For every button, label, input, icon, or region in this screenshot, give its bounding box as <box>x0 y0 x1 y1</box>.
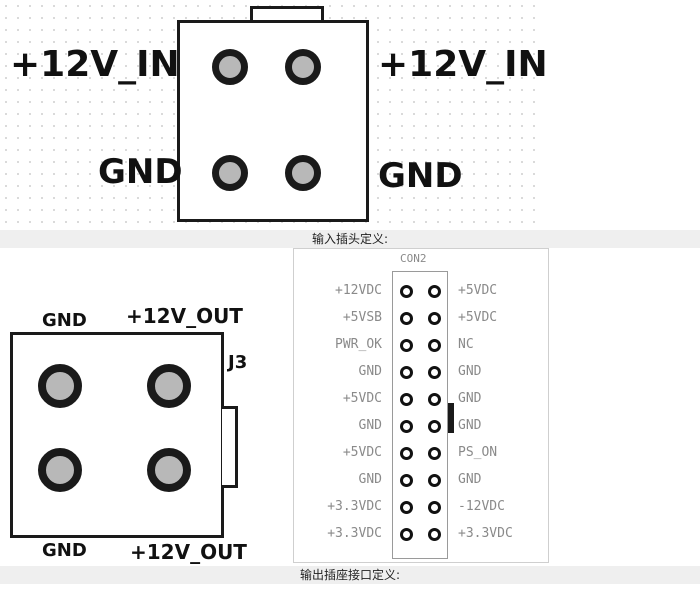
con2-left-label: +12VDC <box>335 283 382 298</box>
j3-label-bottom-left: GND <box>42 540 87 561</box>
con2-title: CON2 <box>400 252 427 265</box>
input-label-left-top: +12V_IN <box>10 44 180 85</box>
input-caption: 输入插头定义: <box>0 230 700 248</box>
con2-pin-left <box>400 393 413 406</box>
con2-left-label: +3.3VDC <box>327 499 382 514</box>
con2-pin-right <box>428 420 441 433</box>
input-pin-3 <box>212 155 248 191</box>
con2-right-label: GND <box>458 364 482 379</box>
con2-left-label: GND <box>358 418 382 433</box>
j3-label-top-left: GND <box>42 310 87 331</box>
con2-pin-left <box>400 528 413 541</box>
j3-label-bottom-right: +12V_OUT <box>130 540 247 564</box>
con2-panel: CON2 +12VDC +5VDC +5VSB +5VDC PWR_OK NC GND GND… <box>293 248 549 563</box>
output-connector-panel: GND +12V_OUT J3 GND +12V_OUT <box>0 290 290 570</box>
j3-pin-3 <box>38 448 82 492</box>
j3-pin-4 <box>147 448 191 492</box>
con2-pin-left <box>400 285 413 298</box>
con2-left-label: +5VSB <box>342 310 382 325</box>
j3-pin-1 <box>38 364 82 408</box>
con2-pin-right <box>428 312 441 325</box>
con2-right-label: GND <box>458 418 482 433</box>
output-caption: 输出插座接口定义: <box>0 566 700 584</box>
con2-pin-left <box>400 474 413 487</box>
input-label-right-top: +12V_IN <box>378 44 545 85</box>
j3-pin-2 <box>147 364 191 408</box>
input-pin-2 <box>285 49 321 85</box>
con2-pin-left <box>400 447 413 460</box>
con2-pin-right <box>428 447 441 460</box>
con2-latch <box>448 403 454 433</box>
con2-right-label: +5VDC <box>458 283 498 298</box>
j3-designator: J3 <box>228 352 248 373</box>
con2-pin-left <box>400 420 413 433</box>
input-connector-latch <box>250 6 324 22</box>
con2-left-label: +3.3VDC <box>327 526 382 541</box>
input-connector-panel: +12V_IN +12V_IN GND GND <box>0 0 545 228</box>
input-label-right-bottom: GND <box>378 156 463 196</box>
con2-right-label: +3.3VDC <box>458 526 513 541</box>
input-label-left-bottom: GND <box>98 152 183 192</box>
input-pin-4 <box>285 155 321 191</box>
con2-pin-right <box>428 339 441 352</box>
j3-label-top-right: +12V_OUT <box>126 304 243 328</box>
con2-left-label: GND <box>358 472 382 487</box>
con2-left-label: GND <box>358 364 382 379</box>
con2-left-label: +5VDC <box>342 445 382 460</box>
con2-pin-right <box>428 528 441 541</box>
con2-pin-right <box>428 366 441 379</box>
con2-left-label: PWR_OK <box>335 337 382 352</box>
con2-right-label: PS_ON <box>458 445 498 460</box>
con2-pin-right <box>428 393 441 406</box>
con2-right-label: GND <box>458 391 482 406</box>
j3-latch <box>222 406 238 488</box>
con2-pin-left <box>400 339 413 352</box>
input-pin-1 <box>212 49 248 85</box>
con2-right-label: NC <box>458 337 474 352</box>
input-connector-housing <box>177 20 369 222</box>
con2-pin-right <box>428 474 441 487</box>
con2-left-label: +5VDC <box>342 391 382 406</box>
con2-pin-left <box>400 312 413 325</box>
con2-pin-left <box>400 366 413 379</box>
con2-right-label: -12VDC <box>458 499 505 514</box>
j3-housing <box>10 332 224 538</box>
con2-pin-right <box>428 285 441 298</box>
con2-pin-left <box>400 501 413 514</box>
con2-pin-right <box>428 501 441 514</box>
con2-housing <box>392 271 448 559</box>
con2-right-label: GND <box>458 472 482 487</box>
con2-right-label: +5VDC <box>458 310 498 325</box>
